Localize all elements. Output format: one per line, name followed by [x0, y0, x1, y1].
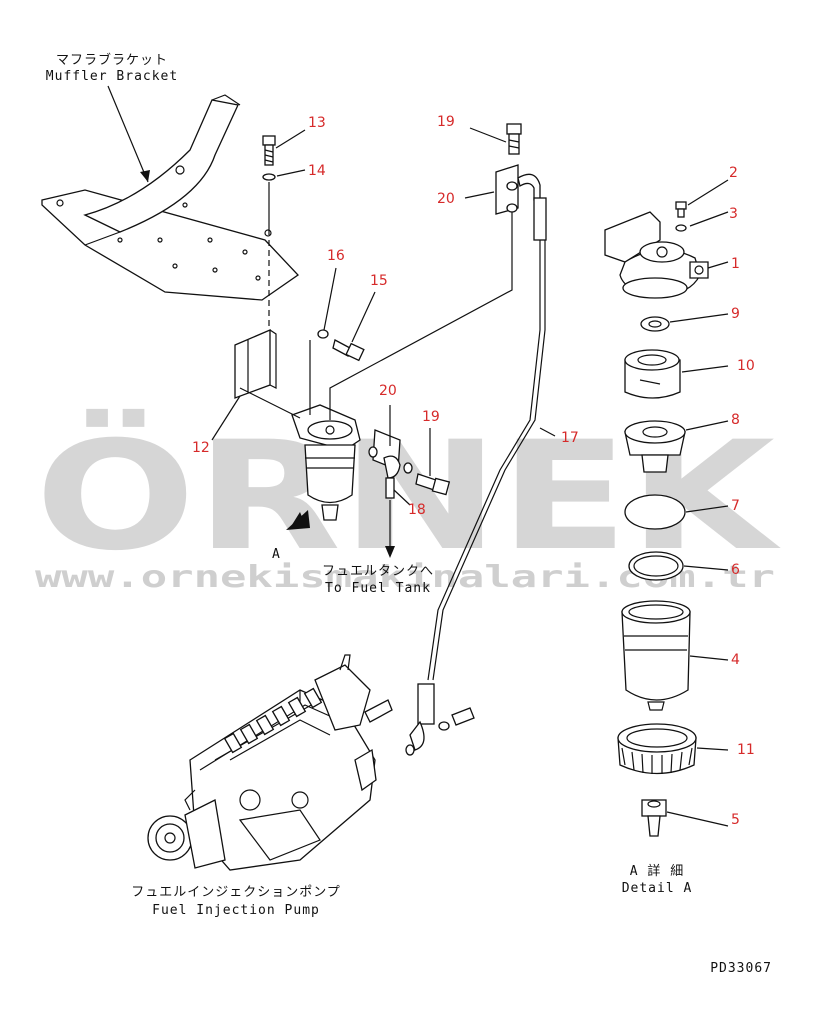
callout-20-top: 20 [437, 191, 455, 207]
callout-20-side: 20 [379, 383, 397, 399]
bolt-19-top [506, 123, 522, 155]
callout-10: 10 [737, 358, 755, 374]
washer-bottom [438, 721, 450, 731]
callout-17: 17 [561, 430, 579, 446]
detail-a-gasket-6 [628, 551, 684, 581]
washer-plate-20-top [495, 164, 519, 215]
fitting-18 [385, 477, 395, 499]
fuel-injection-pump-label-en: Fuel Injection Pump [152, 903, 320, 918]
detail-a-bowl-4 [621, 600, 691, 711]
detail-a-bolt-2 [675, 201, 687, 218]
view-a-label: A [272, 547, 281, 562]
muffler-bracket-label-en: Muffler Bracket [46, 69, 178, 84]
callout-3: 3 [729, 206, 738, 222]
detail-a-cap-8 [624, 420, 686, 473]
bolt-15 [332, 339, 365, 362]
callout-13: 13 [308, 115, 326, 131]
detail-a-label-en: Detail A [622, 881, 693, 896]
callout-numbers: 13 14 16 15 12 19 20 20 19 18 17 2 3 1 9… [192, 114, 755, 828]
detail-a-element-10 [624, 349, 681, 399]
banjo-bottom [409, 720, 425, 751]
to-fuel-tank-label-en: To Fuel Tank [325, 581, 431, 596]
detail-a-drain-plug-5 [641, 799, 667, 837]
fuel-injection-pump-label-jp: フュエルインジェクションポンプ [131, 885, 341, 900]
hose-sleeve-top [533, 197, 547, 241]
callout-6: 6 [731, 562, 740, 578]
callout-8: 8 [731, 412, 740, 428]
callout-18: 18 [408, 502, 426, 518]
muffler-bracket-label-jp: マフラブラケット [56, 52, 168, 68]
detail-a-seal-9 [640, 316, 670, 332]
drawing-number: PD33067 [710, 961, 772, 976]
hose-17-outer [432, 240, 546, 681]
callout-7: 7 [731, 498, 740, 514]
callout-11: 11 [737, 742, 755, 758]
hose-fitting-top [517, 173, 541, 201]
washer-14 [262, 173, 276, 181]
callout-16: 16 [327, 248, 345, 264]
bolt-13 [262, 135, 276, 166]
callout-2: 2 [729, 165, 738, 181]
detail-a-head-1 [604, 211, 709, 299]
bracket-link [239, 387, 301, 419]
callout-9: 9 [731, 306, 740, 322]
bracket-12-edge [247, 329, 277, 392]
muffler-leader [107, 85, 149, 183]
view-a-arrowhead [286, 510, 310, 530]
callout-14: 14 [308, 163, 326, 179]
callout-1: 1 [731, 256, 740, 272]
callout-15: 15 [370, 273, 388, 289]
washer-16 [317, 329, 329, 339]
fuel-injection-pump [147, 654, 393, 871]
detail-a-label-jp: A 詳 細 [630, 863, 684, 879]
muffler-arrowhead [140, 170, 150, 182]
fuel-filter-assembly [291, 404, 361, 521]
hose-17 [427, 240, 541, 681]
fuel-line-to-filter [329, 212, 513, 420]
callout-19-top: 19 [437, 114, 455, 130]
detail-a-o-ring-7 [624, 494, 686, 530]
callout-12: 12 [192, 440, 210, 456]
bolt-bottom [451, 707, 475, 726]
callout-4: 4 [731, 652, 740, 668]
hose-sleeve-bottom [417, 683, 435, 725]
to-fuel-tank-label-jp: フュエルタンクへ [322, 564, 434, 579]
muffler-bracket [41, 94, 299, 301]
callout-5: 5 [731, 812, 740, 828]
callout-leaders [211, 127, 729, 827]
detail-a-ring-nut-11 [617, 723, 697, 775]
detail-a-washer-3 [675, 224, 687, 232]
to-tank-arrowhead [385, 546, 395, 558]
callout-19-side: 19 [422, 409, 440, 425]
washer-pump [405, 744, 415, 756]
